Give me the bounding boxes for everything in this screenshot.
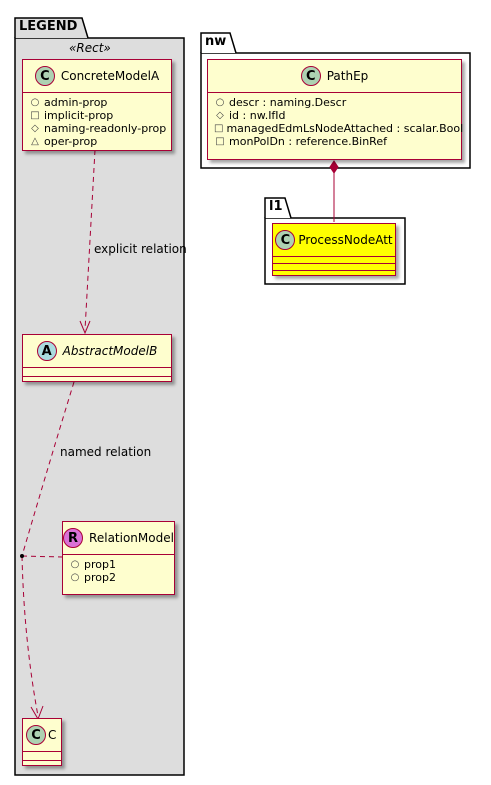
attribute-row: □ implicit-prop xyxy=(29,109,171,122)
class-attributes: ○ admin-prop □ implicit-prop ◇ naming-reado… xyxy=(23,93,171,151)
class-header: C C xyxy=(23,719,61,752)
class-header: C ConcreteModelA xyxy=(23,60,171,93)
class-path-ep[interactable]: C PathEp ○ descr : naming.Descr ◇ id : nw.… xyxy=(207,59,464,160)
attribute-text: descr : naming.Descr xyxy=(229,96,347,109)
attribute-text: admin-prop xyxy=(44,96,108,109)
class-process-node-att[interactable]: C ProcessNodeAtt xyxy=(272,223,396,276)
public-visibility-icon: ○ xyxy=(30,97,40,108)
attribute-text: oper-prop xyxy=(44,135,98,148)
attribute-row: ○ prop1 xyxy=(69,558,174,571)
named-relation-label: named relation xyxy=(60,445,152,459)
class-separator xyxy=(273,264,395,271)
attribute-text: prop2 xyxy=(84,571,116,584)
class-name: AbstractModelB xyxy=(62,344,158,358)
class-abstract-model-b[interactable]: A AbstractModelB xyxy=(22,334,172,382)
class-badge-icon: C xyxy=(34,66,55,86)
class-relation-model[interactable]: R RelationModel ○ prop1 ○ prop2 xyxy=(62,521,175,595)
class-name: C xyxy=(48,728,57,742)
attribute-row: □ monPolDn : reference.BinRef xyxy=(214,135,461,148)
attribute-text: naming-readonly-prop xyxy=(44,122,167,135)
l1-package-label: l1 xyxy=(269,199,283,214)
protected-visibility-icon: ◇ xyxy=(31,123,39,134)
class-header: C PathEp xyxy=(208,60,461,93)
class-header: C ProcessNodeAtt xyxy=(273,224,395,257)
attribute-row: △ oper-prop xyxy=(29,135,171,148)
explicit-relation-line xyxy=(84,149,96,331)
class-attributes: ○ prop1 ○ prop2 xyxy=(63,555,174,587)
attribute-row: ○ admin-prop xyxy=(29,96,171,109)
attribute-row: ◇ id : nw.IfId xyxy=(214,109,461,122)
public-visibility-icon: ○ xyxy=(215,97,225,108)
class-name: ProcessNodeAtt xyxy=(298,233,393,247)
legend-package-label: LEGEND xyxy=(19,19,78,34)
named-relation-line-lower xyxy=(21,555,39,717)
explicit-relation-arrowhead xyxy=(79,320,91,335)
class-badge-icon: C xyxy=(300,66,321,86)
relation-junction-dot xyxy=(20,554,24,558)
relation-model-link xyxy=(21,555,63,558)
protected-visibility-icon: ◇ xyxy=(216,110,224,121)
class-header: A AbstractModelB xyxy=(23,335,171,368)
explicit-relation-label: explicit relation xyxy=(94,242,187,256)
attribute-row: ○ prop2 xyxy=(69,571,174,584)
nw-package-label: nw xyxy=(205,34,227,49)
attribute-row: □managedEdmLsNodeAttached : scalar.Bool xyxy=(214,122,464,135)
class-c[interactable]: C C xyxy=(22,718,62,766)
legend-package-tab xyxy=(14,17,89,39)
private-visibility-icon: □ xyxy=(215,136,225,147)
attribute-text: monPolDn : reference.BinRef xyxy=(229,135,387,148)
legend-stereotype: «Rect» xyxy=(69,41,111,55)
abstract-badge-icon: A xyxy=(36,341,57,361)
class-header: R RelationModel xyxy=(63,522,174,555)
l1-package-tab xyxy=(264,197,292,219)
attribute-text: prop1 xyxy=(84,558,116,571)
attribute-text: implicit-prop xyxy=(44,109,114,122)
class-attributes: ○ descr : naming.Descr ◇ id : nw.IfId □man… xyxy=(208,93,464,151)
class-concrete-model-a[interactable]: C ConcreteModelA ○ admin-prop □ implicit-p… xyxy=(22,59,172,151)
class-separator xyxy=(273,257,395,264)
nw-package-tab xyxy=(200,32,237,54)
class-badge-icon: C xyxy=(275,230,296,250)
composition-diamond xyxy=(329,160,339,174)
public-visibility-icon: ○ xyxy=(70,572,80,583)
class-separator xyxy=(23,368,171,377)
attribute-row: ◇ naming-readonly-prop xyxy=(29,122,171,135)
class-name: PathEp xyxy=(326,69,369,83)
class-name: ConcreteModelA xyxy=(60,69,160,83)
class-badge-icon: C xyxy=(26,725,46,745)
attribute-row: ○ descr : naming.Descr xyxy=(214,96,461,109)
class-separator xyxy=(23,752,61,761)
relation-badge-icon: R xyxy=(63,528,84,548)
attribute-text: id : nw.IfId xyxy=(229,109,286,122)
attribute-text: managedEdmLsNodeAttached : scalar.Bool xyxy=(226,122,464,135)
private-visibility-icon: □ xyxy=(30,110,40,121)
named-relation-line-upper xyxy=(21,381,75,557)
public-visibility-icon: ○ xyxy=(70,559,80,570)
package-visibility-icon: △ xyxy=(31,136,39,147)
class-name: RelationModel xyxy=(89,531,174,545)
private-visibility-icon: □ xyxy=(214,123,224,134)
